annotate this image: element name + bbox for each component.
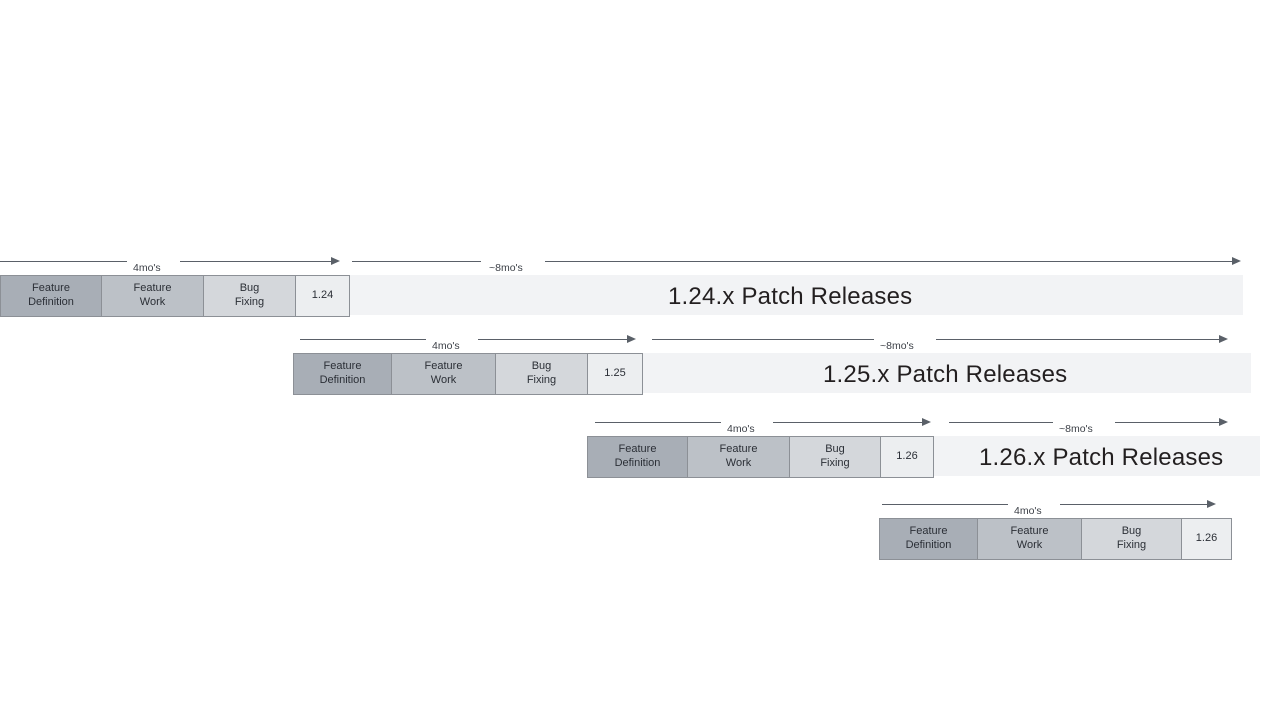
version-box-1-25[interactable]: 1.25	[587, 353, 643, 395]
patch-release-label-1-26: 1.26.x Patch Releases	[979, 444, 1224, 471]
phase-boxes-1-26-next: Feature Definition Feature Work Bug Fixi…	[879, 518, 1232, 560]
arrow-line-left	[352, 261, 481, 262]
duration-label-dev: 4mo's	[1014, 505, 1042, 517]
phase-label-line2: Fixing	[234, 296, 265, 308]
arrow-head-patch	[1219, 335, 1228, 343]
phase-bug-fixing[interactable]: Bug Fixing	[495, 353, 588, 395]
phase-label-line2: Work	[725, 457, 752, 469]
duration-arrow-dev-1-25: 4mo's	[300, 331, 645, 353]
arrow-line-right	[545, 261, 1234, 262]
patch-release-label-1-24: 1.24.x Patch Releases	[668, 283, 913, 310]
phase-feature-definition[interactable]: Feature Definition	[293, 353, 392, 395]
arrow-line-left	[300, 339, 426, 340]
duration-label-dev: 4mo's	[133, 262, 161, 274]
phase-label-line1: Feature	[1010, 525, 1049, 538]
duration-label-dev: 4mo's	[727, 423, 755, 435]
timeline-row-1-24: 1.24.x Patch Releases Feature Definition…	[0, 257, 1280, 319]
phase-label-line1: Feature	[909, 525, 948, 538]
arrow-head-dev	[1207, 500, 1216, 508]
arrow-line-right	[478, 339, 628, 340]
version-box-1-26-next[interactable]: 1.26	[1181, 518, 1232, 560]
phase-label-line1: Feature	[719, 443, 758, 456]
duration-arrow-dev-1-26-next: 4mo's	[882, 496, 1217, 518]
phase-feature-work[interactable]: Feature Work	[391, 353, 496, 395]
arrow-line-right	[1060, 504, 1208, 505]
arrow-line-left	[882, 504, 1008, 505]
duration-label-dev: 4mo's	[432, 340, 460, 352]
phase-boxes-1-24: Feature Definition Feature Work Bug Fixi…	[0, 275, 350, 317]
duration-arrow-patch-1-26: ~8mo's	[949, 414, 1230, 436]
phase-feature-work[interactable]: Feature Work	[977, 518, 1082, 560]
phase-feature-definition[interactable]: Feature Definition	[0, 275, 102, 317]
phase-bug-fixing[interactable]: Bug Fixing	[203, 275, 296, 317]
phase-feature-work[interactable]: Feature Work	[687, 436, 790, 478]
phase-label-line1: Feature	[618, 443, 657, 456]
timeline-row-1-25: 1.25.x Patch Releases Feature Definition…	[293, 335, 1280, 397]
phase-label-line1: Feature	[424, 360, 463, 373]
arrow-line-right	[773, 422, 923, 423]
phase-bug-fixing[interactable]: Bug Fixing	[789, 436, 881, 478]
timeline-row-1-26-next: Feature Definition Feature Work Bug Fixi…	[879, 500, 1280, 562]
duration-arrow-patch-1-24: ~8mo's	[352, 253, 1243, 275]
phase-label-line1: Feature	[323, 360, 362, 373]
phase-boxes-1-25: Feature Definition Feature Work Bug Fixi…	[293, 353, 643, 395]
phase-label-line1: Feature	[32, 282, 70, 295]
phase-label-line2: Work	[1016, 539, 1043, 551]
duration-label-patch: ~8mo's	[489, 262, 523, 274]
phase-label-line1: Bug	[825, 443, 845, 456]
phase-bug-fixing[interactable]: Bug Fixing	[1081, 518, 1182, 560]
arrow-line-right	[1115, 422, 1220, 423]
arrow-head-patch	[1232, 257, 1241, 265]
arrow-line-left	[652, 339, 874, 340]
duration-label-patch: ~8mo's	[1059, 423, 1093, 435]
phase-feature-work[interactable]: Feature Work	[101, 275, 204, 317]
phase-label-line2: Work	[139, 296, 166, 308]
timeline-row-1-26: 1.26.x Patch Releases Feature Definition…	[587, 418, 1280, 480]
phase-label-line1: Bug	[239, 282, 260, 295]
arrow-line-right	[936, 339, 1221, 340]
phase-label-line1: Bug	[1121, 525, 1142, 538]
version-box-1-24[interactable]: 1.24	[295, 275, 350, 317]
arrow-line-right	[180, 261, 332, 262]
arrow-head-dev	[627, 335, 636, 343]
phase-label-line1: Feature	[133, 282, 172, 295]
version-box-1-26[interactable]: 1.26	[880, 436, 934, 478]
phase-label-line2: Definition	[319, 374, 366, 386]
arrow-line-left	[0, 261, 127, 262]
phase-label-line2: Fixing	[820, 457, 850, 469]
arrow-line-left	[949, 422, 1053, 423]
phase-label-line2: Work	[430, 374, 457, 386]
duration-arrow-dev-1-26: 4mo's	[595, 414, 940, 436]
arrow-head-patch	[1219, 418, 1228, 426]
phase-label-line2: Fixing	[1116, 539, 1147, 551]
duration-arrow-patch-1-25: ~8mo's	[652, 331, 1230, 353]
arrow-line-left	[595, 422, 721, 423]
phase-label-line2: Definition	[905, 539, 952, 551]
phase-label-line2: Definition	[28, 296, 74, 308]
phase-feature-definition[interactable]: Feature Definition	[879, 518, 978, 560]
arrow-head-dev	[922, 418, 931, 426]
phase-label-line1: Bug	[531, 360, 552, 373]
phase-label-line2: Definition	[614, 457, 661, 469]
phase-feature-definition[interactable]: Feature Definition	[587, 436, 688, 478]
patch-release-label-1-25: 1.25.x Patch Releases	[823, 361, 1068, 388]
phase-boxes-1-26: Feature Definition Feature Work Bug Fixi…	[587, 436, 934, 478]
duration-arrow-dev-1-24: 4mo's	[0, 253, 352, 275]
phase-label-line2: Fixing	[526, 374, 557, 386]
arrow-head-dev	[331, 257, 340, 265]
duration-label-patch: ~8mo's	[880, 340, 914, 352]
